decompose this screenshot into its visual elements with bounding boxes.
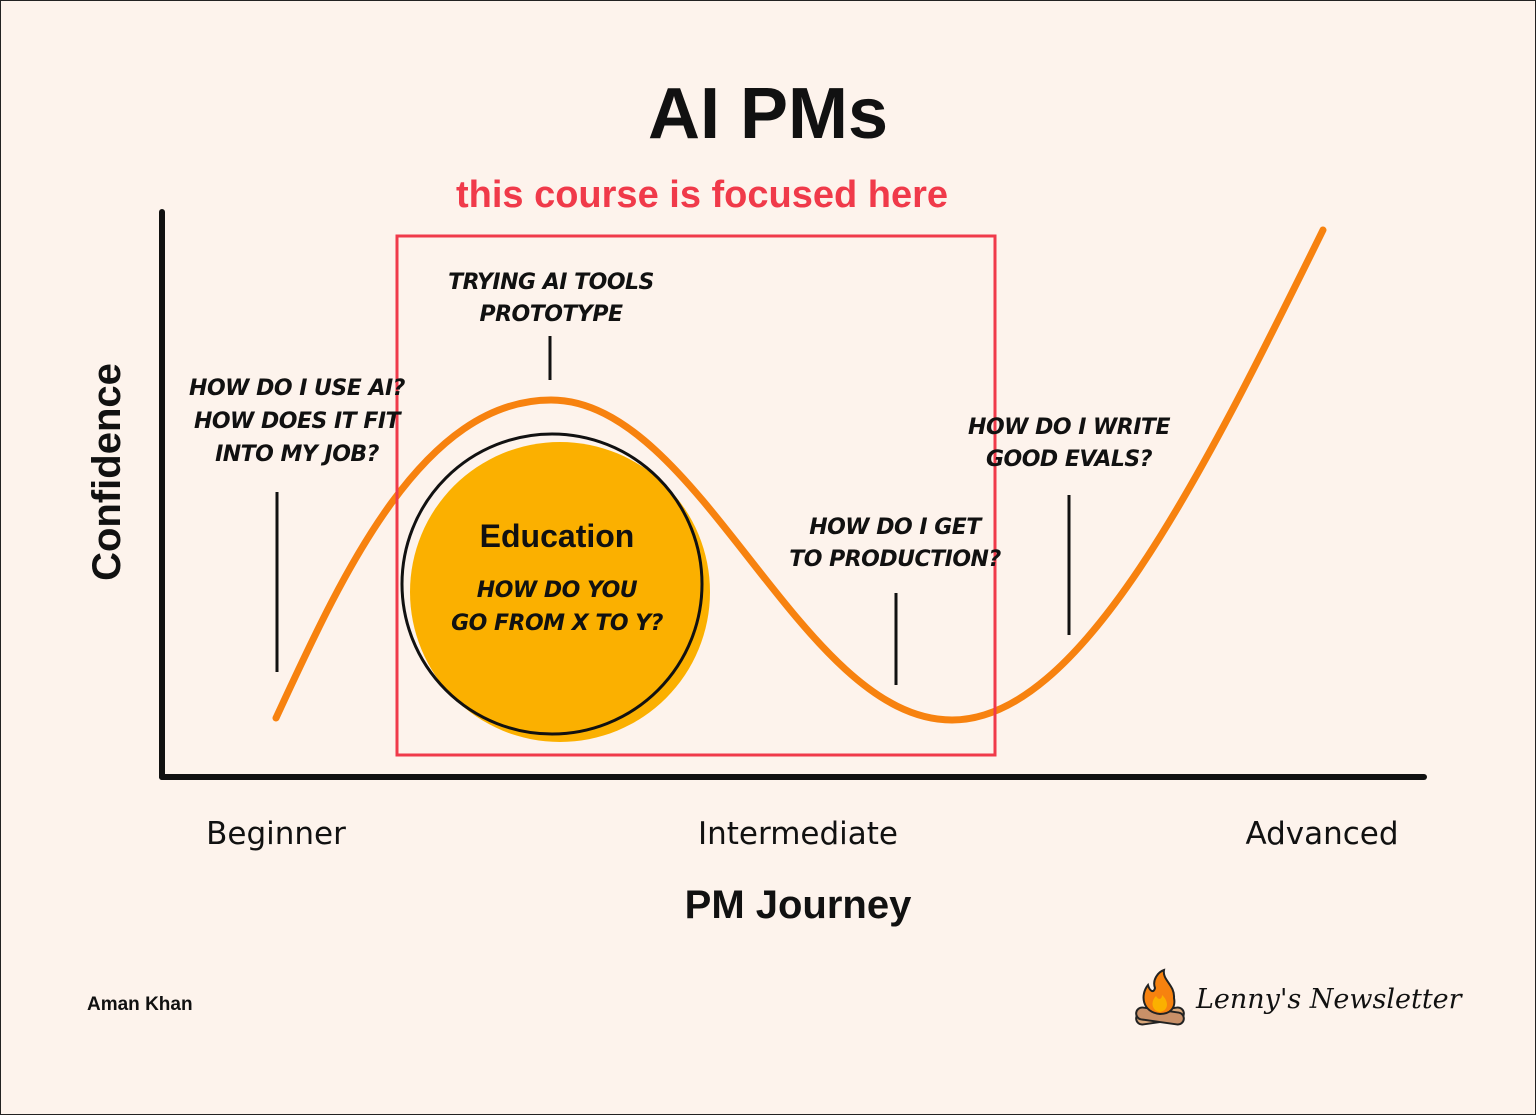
annotation-peak-1: TRYING AI TOOLS — [448, 270, 654, 295]
campfire-icon — [1135, 968, 1185, 1026]
title: AI PMs — [648, 74, 888, 154]
annotation-production-1: HOW DO I GET — [809, 515, 983, 540]
confidence-curve — [272, 226, 1327, 724]
annotation-start-1: HOW DO I USE AI? — [189, 376, 406, 401]
annotation-start-2: HOW DOES IT FIT — [194, 409, 403, 434]
x-tick-beginner: Beginner — [206, 816, 346, 852]
annotation-peak-2: PROTOTYPE — [479, 302, 623, 327]
brand-name: Lenny's Newsletter — [1195, 984, 1464, 1015]
education-circle-outline — [400, 432, 704, 736]
x-tick-intermediate: Intermediate — [698, 816, 898, 852]
x-tick-advanced: Advanced — [1245, 816, 1398, 852]
annotation-production-2: TO PRODUCTION? — [789, 547, 1001, 572]
education-line-1: HOW DO YOU — [477, 578, 638, 603]
focus-box — [395, 234, 997, 757]
author: Aman Khan — [87, 994, 193, 1015]
x-axis-label: PM Journey — [685, 883, 912, 927]
annotation-start-3: INTO MY JOB? — [215, 442, 380, 467]
education-circle — [410, 442, 710, 742]
education-line-2: GO FROM X TO Y? — [451, 611, 664, 636]
annotation-evals-1: HOW DO I WRITE — [968, 415, 1170, 440]
annotation-evals-2: GOOD EVALS? — [986, 447, 1153, 472]
y-axis-label: Confidence — [85, 363, 129, 581]
education-title: Education — [480, 518, 635, 554]
focus-label: this course is focused here — [456, 174, 948, 216]
